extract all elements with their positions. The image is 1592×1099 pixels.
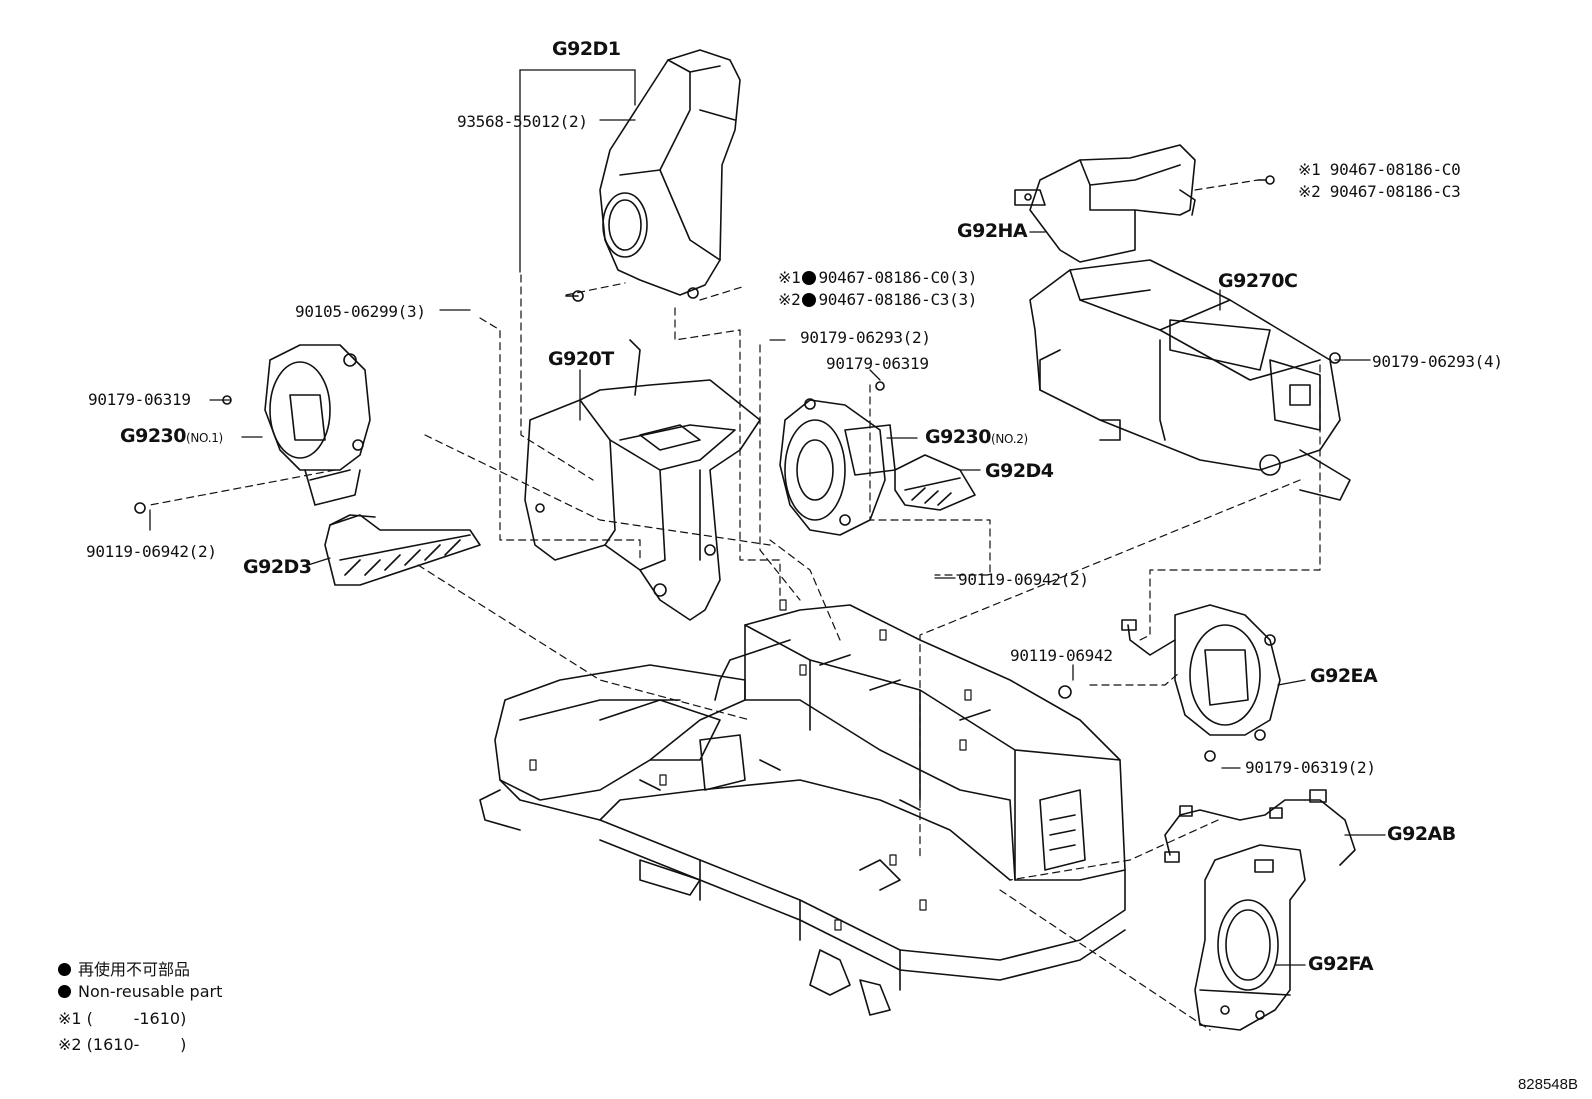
non-reusable-dot-icon: [802, 271, 817, 285]
label-g9230-no2: G9230(NO.2): [925, 426, 1028, 448]
label-g9230-no2-suffix: (NO.2): [990, 432, 1028, 446]
note2-top-right-mark: ※2: [1298, 182, 1321, 201]
note2-mid: ※2 90467-08186-C3(3): [778, 290, 977, 309]
note2-mid-mark: ※2: [778, 290, 801, 309]
g92fa-plate-drawing: [1194, 844, 1306, 1031]
label-g92d4: G92D4: [985, 460, 1054, 482]
label-90119-06942: 90119-06942: [1010, 646, 1113, 665]
g92d1-duct-drawing: [565, 49, 741, 302]
note2-top-right-part: 90467-08186-C3: [1329, 182, 1461, 201]
note1-mid: ※1 90467-08186-C0(3): [778, 268, 977, 287]
label-93568-55012: 93568-55012(2): [457, 112, 588, 131]
g9230-no1-blower-drawing: [134, 344, 371, 514]
g92d4-duct-drawing: [894, 454, 976, 511]
battery-pack-drawing: [479, 599, 1126, 1016]
label-90119-06942-2-mid: 90119-06942(2): [958, 570, 1089, 589]
non-reusable-dot-icon: [58, 963, 71, 976]
g9230-no2-blower-drawing: [779, 381, 896, 536]
note2-mid-part: 90467-08186-C3(3): [818, 290, 978, 309]
dashed-leaders: [149, 179, 1321, 1031]
label-leaders: [149, 69, 1386, 966]
g92ha-duct-drawing: [1014, 144, 1275, 263]
legend-note2: ※2 (1610- ): [58, 1035, 187, 1054]
g920t-bracket-drawing: [524, 339, 761, 621]
label-g9270c: G9270C: [1218, 270, 1298, 292]
note1-top-right: ※1 90467-08186-C0: [1298, 160, 1461, 179]
legend-non-reusable-ja-text: 再使用不可部品: [78, 960, 191, 979]
note1-mid-mark: ※1: [778, 268, 801, 287]
legend-note1: ※1 ( -1610): [58, 1009, 187, 1028]
label-g9230-no1: G9230(NO.1): [120, 425, 223, 447]
label-g92ha: G92HA: [957, 220, 1028, 242]
note1-mid-part: 90467-08186-C0(3): [818, 268, 978, 287]
legend-non-reusable-en: Non-reusable part: [58, 982, 222, 1001]
label-90179-06319-mid: 90179-06319: [826, 354, 929, 373]
g92ab-harness-drawing: [1164, 789, 1356, 866]
label-g9230-no2-part: G9230: [925, 426, 991, 448]
label-90179-06293-4: 90179-06293(4): [1372, 352, 1503, 371]
legend-non-reusable-ja: 再使用不可部品: [58, 956, 190, 980]
label-g9230-no1-suffix: (NO.1): [185, 431, 223, 445]
legend-non-reusable-en-text: Non-reusable part: [78, 982, 223, 1001]
diagram-reference-number: 828548B: [1517, 1076, 1578, 1093]
label-90179-06319-2: 90179-06319(2): [1245, 758, 1376, 777]
non-reusable-dot-icon: [58, 985, 71, 998]
note1-top-right-mark: ※1: [1298, 160, 1321, 179]
label-g9230-no1-part: G9230: [120, 425, 186, 447]
label-g92ab: G92AB: [1387, 823, 1456, 845]
g9270c-assembly-drawing: [1029, 259, 1351, 501]
g92d3-duct-drawing: [324, 514, 481, 586]
label-90105-06299: 90105-06299(3): [295, 302, 426, 321]
label-90179-06293-2: 90179-06293(2): [800, 328, 931, 347]
label-g92d1: G92D1: [552, 38, 621, 60]
label-g92fa: G92FA: [1308, 953, 1374, 975]
label-90179-06319-left: 90179-06319: [88, 390, 191, 409]
note1-top-right-part: 90467-08186-C0: [1329, 160, 1461, 179]
non-reusable-dot-icon: [802, 293, 817, 307]
label-90119-06942-2-left: 90119-06942(2): [86, 542, 217, 561]
label-g92d3: G92D3: [243, 556, 312, 578]
note2-top-right: ※2 90467-08186-C3: [1298, 182, 1461, 201]
label-g92ea: G92EA: [1310, 665, 1378, 687]
g92ea-blower-drawing: [1058, 604, 1281, 762]
label-g920t: G920T: [548, 348, 614, 370]
